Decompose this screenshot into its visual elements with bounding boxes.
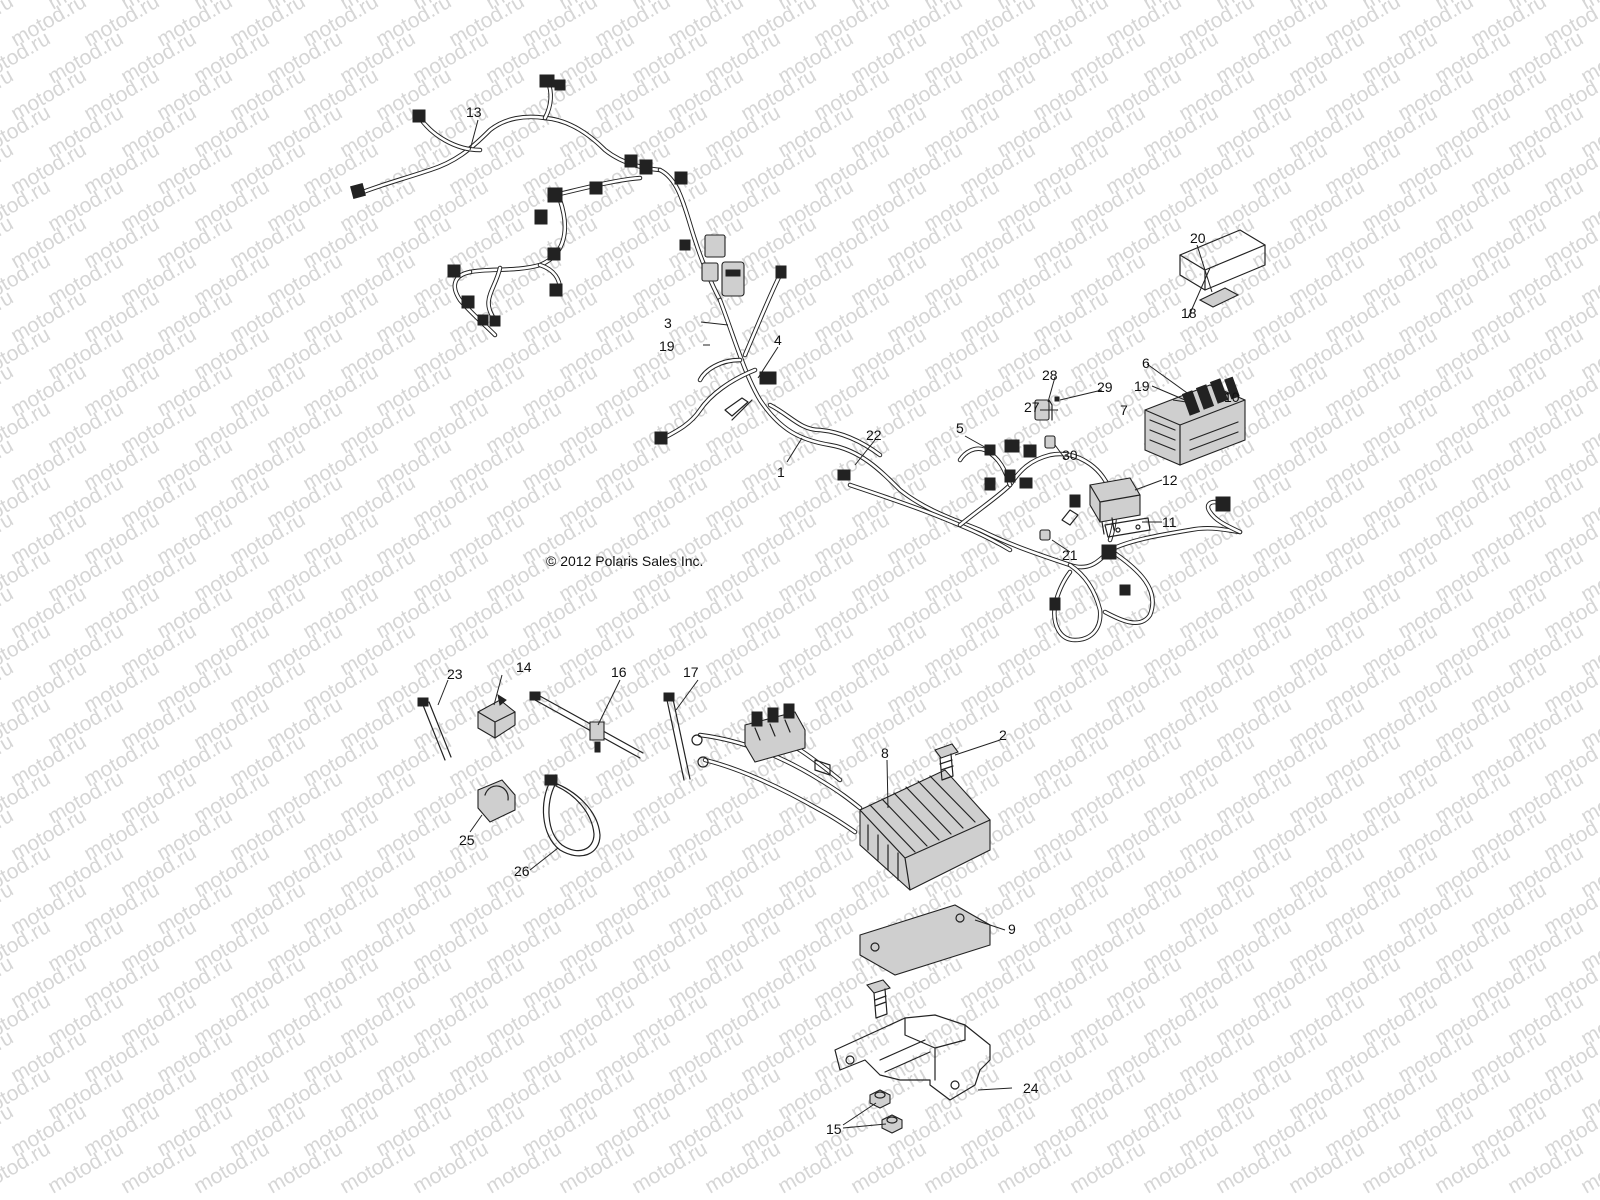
callout-28: 28 bbox=[1042, 367, 1058, 383]
callout-15: 15 bbox=[826, 1121, 842, 1137]
callout-25: 25 bbox=[459, 832, 475, 848]
callout-11: 11 bbox=[1162, 514, 1177, 530]
voltage-regulator-8 bbox=[691, 703, 991, 891]
callout-29: 29 bbox=[1097, 379, 1113, 395]
label-20 bbox=[1198, 287, 1240, 308]
watermark-text: motod.ru bbox=[0, 1137, 54, 1198]
callout-9: 9 bbox=[1008, 921, 1016, 937]
plate-9 bbox=[859, 904, 991, 976]
callout-12: 12 bbox=[1162, 472, 1178, 488]
callout-8: 8 bbox=[881, 745, 889, 761]
fuse-block-7 bbox=[1144, 384, 1246, 466]
cable-tie-16 bbox=[529, 691, 644, 759]
callout-18: 18 bbox=[1181, 305, 1197, 321]
callout-14: 14 bbox=[516, 659, 532, 675]
fuse-box bbox=[1144, 229, 1266, 466]
callout-19-right: 19 bbox=[1134, 378, 1150, 394]
leader-lines bbox=[437, 119, 1233, 1129]
callout-13: 13 bbox=[466, 104, 482, 120]
callout-2: 2 bbox=[999, 727, 1007, 743]
module-12 bbox=[1089, 477, 1141, 523]
callout-10: 10 bbox=[1224, 389, 1240, 405]
callout-30: 30 bbox=[1062, 447, 1078, 463]
harness-connectors bbox=[350, 74, 1231, 611]
callout-4: 4 bbox=[774, 332, 782, 348]
callout-1: 1 bbox=[777, 464, 785, 480]
callout-20: 20 bbox=[1190, 230, 1206, 246]
callout-27: 27 bbox=[1024, 399, 1040, 415]
bolt-2 bbox=[934, 743, 959, 781]
fuse-cover-18 bbox=[1179, 229, 1266, 291]
callout-16: 16 bbox=[611, 664, 627, 680]
callout-24: 24 bbox=[1023, 1080, 1039, 1096]
clip-14 bbox=[477, 693, 516, 739]
callout-19-left: 19 bbox=[659, 338, 675, 354]
bracket-24 bbox=[834, 1014, 991, 1101]
strap-26 bbox=[542, 774, 601, 857]
callout-23: 23 bbox=[447, 666, 463, 682]
clip-25 bbox=[477, 779, 516, 823]
nuts-15 bbox=[869, 1089, 903, 1134]
callout-labels: 13 3 19 4 1 22 5 28 27 29 30 6 19 10 7 1… bbox=[447, 104, 1240, 1137]
cable-tie-17 bbox=[663, 692, 691, 781]
callout-3: 3 bbox=[664, 315, 672, 331]
callout-7: 7 bbox=[1120, 402, 1128, 418]
callout-5: 5 bbox=[956, 420, 964, 436]
callout-26: 26 bbox=[514, 863, 530, 879]
callout-6: 6 bbox=[1142, 355, 1150, 371]
callout-17: 17 bbox=[683, 664, 699, 680]
callout-22: 22 bbox=[866, 427, 882, 443]
callout-21: 21 bbox=[1062, 547, 1078, 563]
copyright-notice: © 2012 Polaris Sales Inc. bbox=[546, 553, 703, 569]
cable-tie-23 bbox=[417, 697, 452, 761]
bolt-24 bbox=[866, 979, 891, 1019]
